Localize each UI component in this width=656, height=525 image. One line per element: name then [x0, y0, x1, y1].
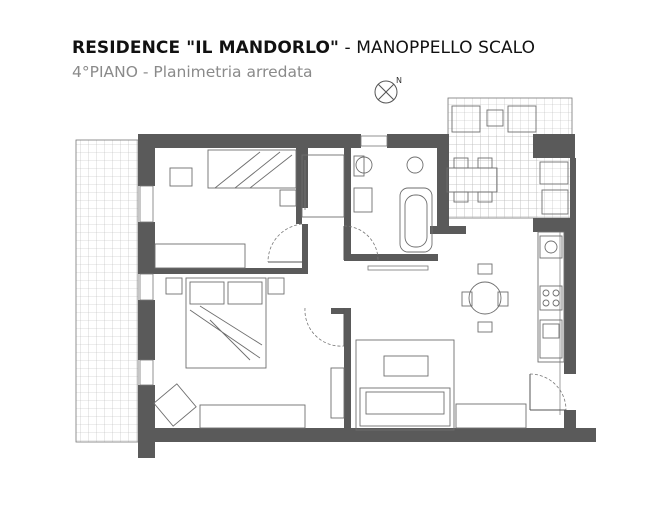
- project-name: RESIDENCE "IL MANDORLO": [72, 38, 339, 58]
- tv-unit: [355, 339, 455, 431]
- dresser: [330, 367, 345, 419]
- title-separator: -: [338, 38, 357, 58]
- walls: [138, 134, 596, 458]
- west-balcony: [75, 139, 139, 443]
- north-arrow-icon: N: [374, 76, 402, 104]
- stove: [539, 285, 563, 311]
- terrace-inner-tiles: [448, 135, 538, 218]
- plan-title: RESIDENCE "IL MANDORLO" - MANOPPELLO SCA…: [72, 38, 535, 58]
- project-location: MANOPPELLO SCALO: [356, 38, 536, 58]
- cabinet-corridor: [301, 154, 345, 218]
- north-label: N: [396, 76, 402, 85]
- bathtub: [399, 187, 433, 253]
- wardrobe-master: [199, 404, 306, 429]
- plan-subtitle: 4°PIANO - Planimetria arredata: [72, 63, 313, 81]
- windows: [139, 135, 388, 386]
- doors: [267, 160, 567, 411]
- sofa: [359, 387, 451, 427]
- nightstand-left: [165, 277, 183, 295]
- sink: [353, 187, 373, 213]
- lounger-1: [451, 105, 481, 133]
- side-unit: [455, 403, 527, 429]
- armchair: [153, 383, 197, 427]
- furniture: [153, 105, 569, 431]
- single-bed: [207, 149, 297, 189]
- desk: [169, 167, 193, 187]
- kitchen-sink: [539, 319, 563, 359]
- lounger-2: [507, 105, 537, 133]
- wardrobe-b2: [154, 243, 246, 269]
- nightstand: [279, 189, 297, 207]
- double-bed: [185, 277, 267, 369]
- interior-outlines: [137, 142, 561, 432]
- kitchen-counter: [537, 231, 565, 363]
- terrace-table: [446, 167, 498, 193]
- nightstand-right: [267, 277, 285, 295]
- dining-table: [468, 281, 502, 315]
- door-leaves: [268, 226, 566, 411]
- glass-partition: [367, 265, 429, 271]
